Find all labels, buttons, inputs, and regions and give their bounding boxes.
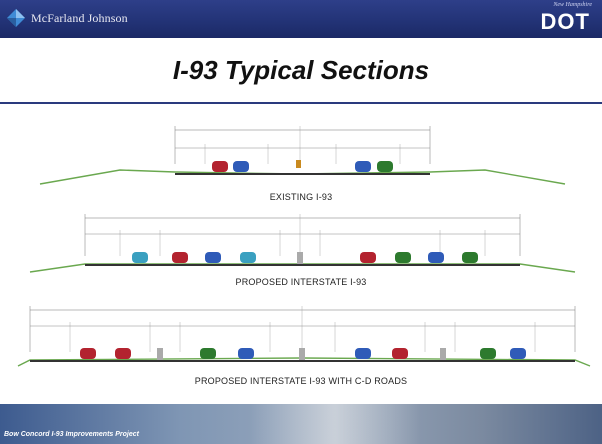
slide-title: I-93 Typical Sections [172,54,430,85]
header-bar: McFarland Johnson New Hampshire DOT [0,0,602,38]
diamond-logo-icon [7,9,25,27]
proposed-caption: PROPOSED INTERSTATE I-93 [235,277,367,287]
footer-bar: Bow Concord I-93 Improvements Project [0,404,602,444]
project-name: Bow Concord I-93 Improvements Project [4,431,139,438]
existing-cars [212,161,393,172]
proposed-cd-section-drawing [17,306,591,367]
title-band: I-93 Typical Sections [0,38,602,104]
proposed-cd-caption: PROPOSED INTERSTATE I-93 WITH C-D ROADS [194,376,408,386]
proposed-cars [132,252,478,263]
company-logo: McFarland Johnson [6,7,128,29]
existing-caption: EXISTING I-93 [269,192,333,202]
proposed-cd-cars [80,348,526,359]
typical-sections-drawing: EXISTING I-93 PROPOSED INTERSTATE I-93 P… [0,104,602,404]
footer-highway-photo [250,404,420,444]
company-name: McFarland Johnson [31,10,128,25]
dot-logo-text: DOT [540,9,590,34]
agency-tagline: New Hampshire [553,2,592,8]
sections-svg [17,126,591,367]
existing-section-drawing [39,126,566,185]
proposed-section-drawing [29,214,576,273]
